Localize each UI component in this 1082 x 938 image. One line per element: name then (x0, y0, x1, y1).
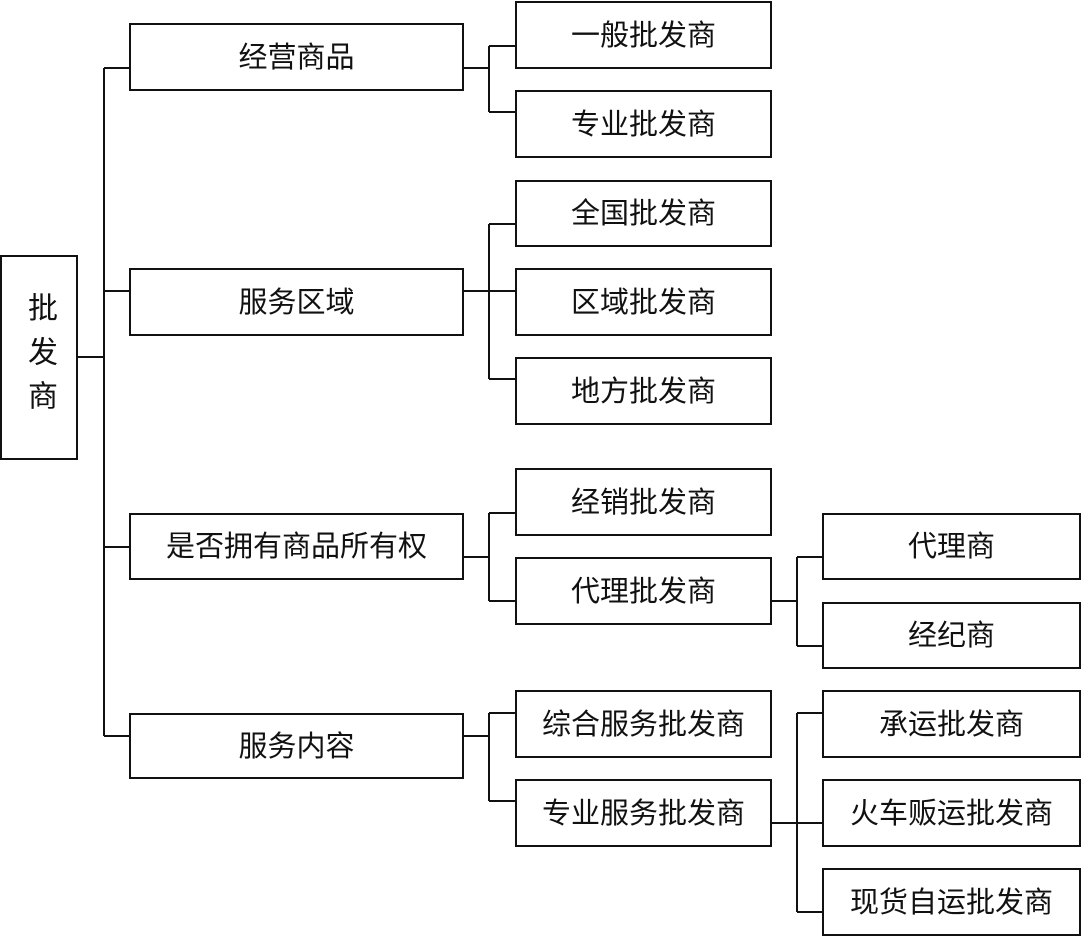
root-node-wholesaler: 批发商 (0, 255, 78, 460)
category-node-service-content: 服务内容 (129, 713, 464, 779)
category-node-service-area: 服务区域 (129, 268, 464, 336)
node-local-wholesaler: 地方批发商 (515, 357, 772, 425)
category-node-goods: 经营商品 (129, 23, 464, 91)
node-truck-wholesaler: 现货自运批发商 (822, 868, 1081, 936)
root-node-label: 批发商 (22, 291, 57, 424)
node-agent: 代理商 (822, 513, 1081, 580)
node-full-service-wholesaler: 综合服务批发商 (515, 690, 772, 758)
node-national-wholesaler: 全国批发商 (515, 180, 772, 247)
node-regional-wholesaler: 区域批发商 (515, 268, 772, 336)
node-specialty-service-wholesaler: 专业服务批发商 (515, 779, 772, 847)
node-rail-trader: 火车贩运批发商 (822, 779, 1081, 847)
node-specialty-wholesaler: 专业批发商 (515, 90, 772, 158)
node-drop-shipper: 承运批发商 (822, 690, 1081, 758)
node-agent-wholesaler: 代理批发商 (515, 557, 772, 625)
node-general-wholesaler: 一般批发商 (515, 1, 772, 69)
node-distributor-wholesaler: 经销批发商 (515, 468, 772, 536)
category-node-ownership: 是否拥有商品所有权 (129, 513, 464, 580)
node-broker: 经纪商 (822, 602, 1081, 669)
